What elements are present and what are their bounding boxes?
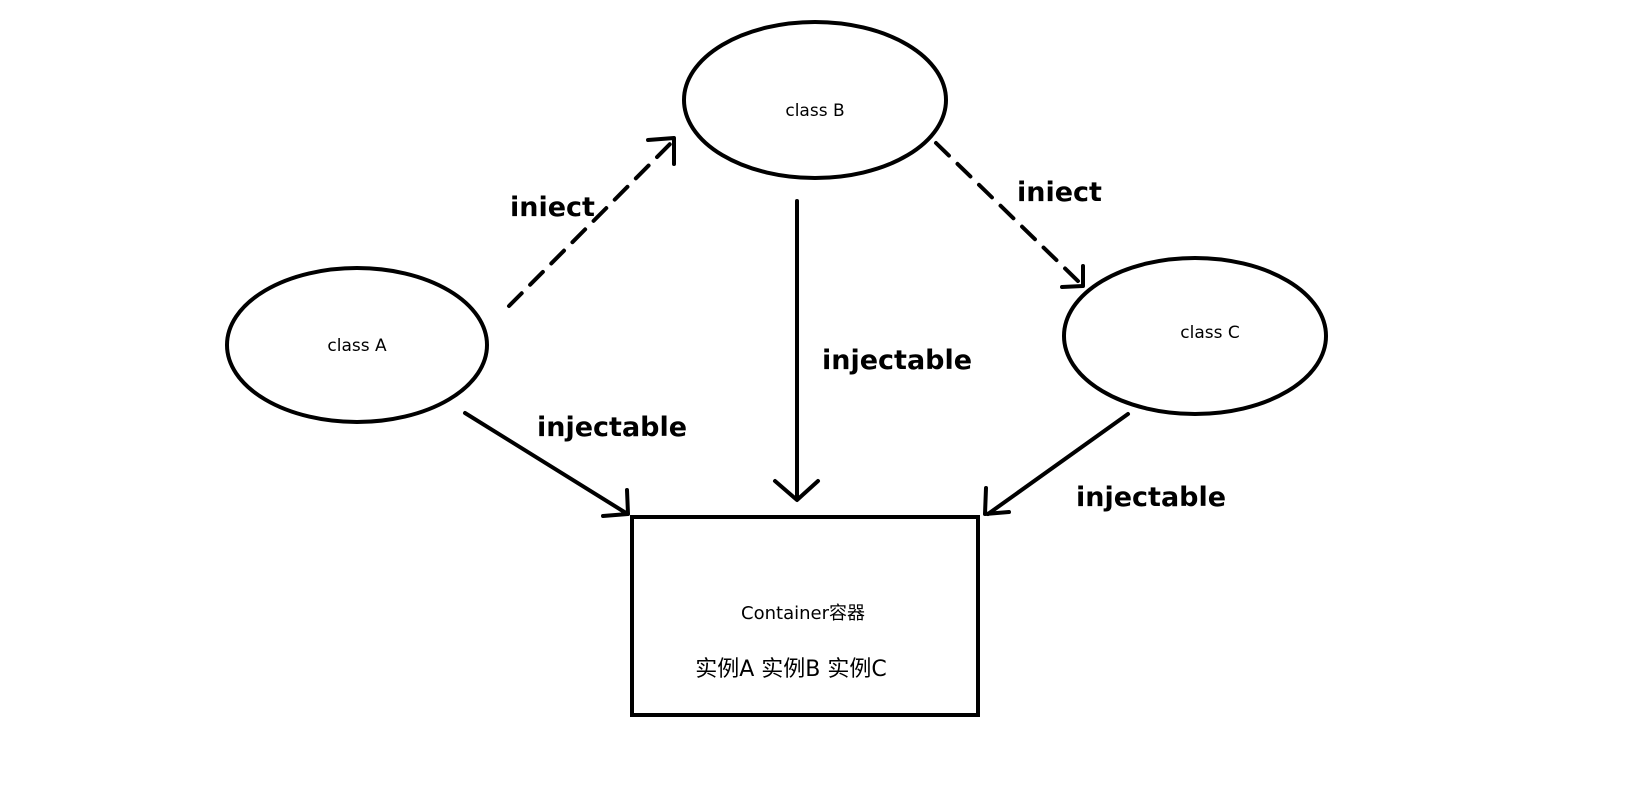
container-rect: [630, 515, 980, 717]
edge-a-to-b-label: iniect: [510, 192, 595, 223]
node-class-a: class A: [225, 266, 489, 424]
edge-a-to-container: injectable: [463, 411, 687, 518]
class-a-label: class A: [327, 336, 387, 356]
class-c-ellipse: [1062, 256, 1328, 416]
container-instances: 实例A 实例B 实例C: [695, 657, 887, 682]
class-b-ellipse: [682, 20, 948, 180]
edge-b-to-c: iniect: [934, 141, 1102, 289]
edge-a-to-b-arrowhead: [646, 136, 676, 166]
edge-c-to-container-line: [986, 412, 1130, 516]
edge-b-to-container-arrowhead: [773, 479, 820, 502]
edge-a-to-container-label: injectable: [537, 412, 687, 443]
edge-c-to-container: injectable: [983, 412, 1226, 516]
class-c-label: class C: [1180, 323, 1239, 343]
container-box: Container容器 实例A 实例B 实例C: [630, 515, 980, 717]
edge-a-to-b: iniect: [507, 136, 676, 308]
edge-a-to-b-line: [507, 142, 672, 308]
edge-c-to-container-arrowhead: [983, 486, 1011, 516]
edge-c-to-container-label: injectable: [1076, 482, 1226, 513]
container-title: Container容器: [741, 603, 865, 624]
edge-b-to-container-label: injectable: [822, 345, 972, 376]
edge-b-to-c-line: [934, 141, 1082, 285]
class-b-label: class B: [785, 101, 844, 121]
class-a-ellipse: [225, 266, 489, 424]
node-class-c: class C: [1062, 256, 1328, 416]
edge-a-to-container-line: [463, 411, 628, 515]
edge-a-to-container-arrowhead: [601, 488, 630, 518]
node-class-b: class B: [682, 20, 948, 180]
edge-b-to-container: injectable: [773, 199, 972, 502]
edge-b-to-c-label: iniect: [1017, 177, 1102, 208]
edge-b-to-c-arrowhead: [1060, 264, 1085, 289]
